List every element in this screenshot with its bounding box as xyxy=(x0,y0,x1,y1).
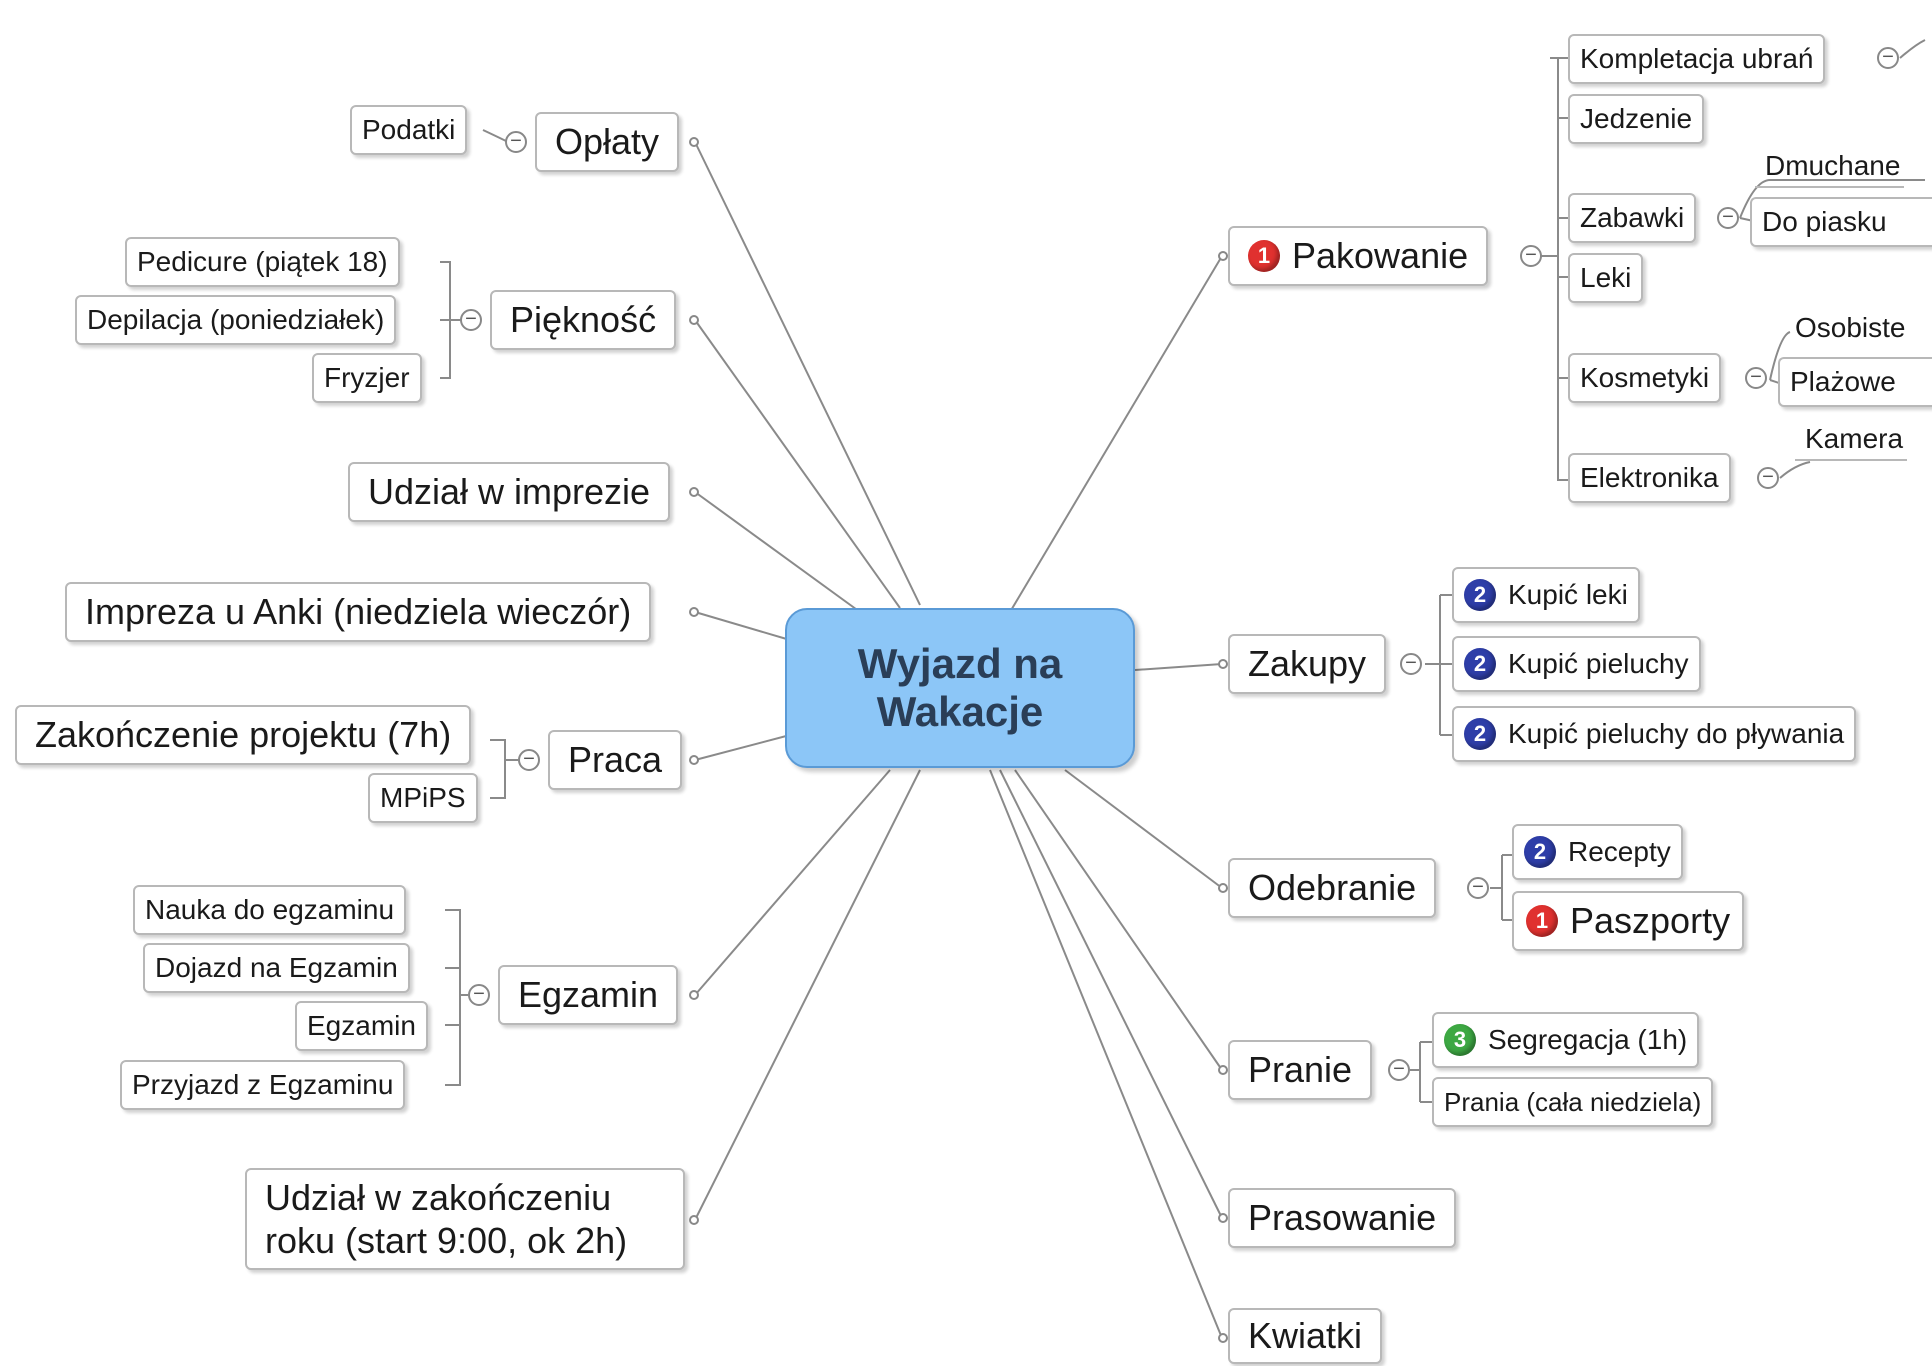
connector-dot-oplaty xyxy=(689,137,699,147)
connector-dot-zakonczenie xyxy=(689,1215,699,1225)
topic-oplaty[interactable]: Opłaty xyxy=(535,112,680,172)
collapse-toggle-elektronika[interactable]: − xyxy=(1757,467,1779,489)
central-topic[interactable]: Wyjazd na Wakacje xyxy=(785,608,1135,768)
collapse-toggle-egzamin[interactable]: − xyxy=(468,984,490,1006)
subtopic-kompletacja-ubran[interactable]: Kompletacja ubrań xyxy=(1568,34,1826,84)
topic-pakowanie[interactable]: 1 Pakowanie xyxy=(1228,226,1489,286)
priority-2-icon: 2 xyxy=(1464,648,1496,680)
topic-praca[interactable]: Praca xyxy=(548,730,683,790)
connector-zakonczenie xyxy=(694,769,921,1221)
subtopic-zabawki[interactable]: Zabawki xyxy=(1568,193,1697,243)
connector-dot-egzamin xyxy=(689,990,699,1000)
connector-pranie xyxy=(1014,769,1223,1071)
collapse-toggle-zabawki[interactable]: − xyxy=(1717,207,1739,229)
subtopic-pedicure[interactable]: Pedicure (piątek 18) xyxy=(125,237,400,287)
connector-impreza-udzial xyxy=(694,491,861,613)
topic-odebranie[interactable]: Odebranie xyxy=(1228,858,1437,918)
connector-dot-praca xyxy=(689,755,699,765)
connector-pakowanie xyxy=(1009,255,1223,613)
topic-prasowanie[interactable]: Prasowanie xyxy=(1228,1188,1457,1248)
collapse-toggle-pakowanie[interactable]: − xyxy=(1520,245,1542,267)
connector-odebranie xyxy=(1064,769,1223,889)
connector-dot-pieknosc xyxy=(689,315,699,325)
connector-dot-odebranie xyxy=(1218,883,1228,893)
collapse-toggle-oplaty[interactable]: − xyxy=(505,131,527,153)
collapse-toggle-praca[interactable]: − xyxy=(518,749,540,771)
topic-impreza-u-anki[interactable]: Impreza u Anki (niedziela wieczór) xyxy=(65,582,652,642)
subtask-kupic-pieluchy[interactable]: 2 Kupić pieluchy xyxy=(1452,636,1701,692)
connector-dot-udzial-w-imprezie xyxy=(689,487,699,497)
connector-dot-pranie xyxy=(1218,1065,1228,1075)
priority-1-icon: 1 xyxy=(1248,240,1280,272)
connector-prasowanie xyxy=(999,769,1223,1219)
topic-udzial-w-zakonczeniu-roku[interactable]: Udział w zakończeniu roku (start 9:00, o… xyxy=(245,1168,685,1270)
subtopic-nauka-do-egzaminu[interactable]: Nauka do egzaminu xyxy=(133,885,407,935)
collapse-toggle-pieknosc[interactable]: − xyxy=(460,309,482,331)
topic-pieknosc[interactable]: Piękność xyxy=(490,290,677,350)
topic-pranie[interactable]: Pranie xyxy=(1228,1040,1373,1100)
subtopic-do-piasku[interactable]: Do piasku xyxy=(1750,197,1932,247)
connector-egzamin xyxy=(694,769,891,996)
collapse-toggle-odebranie[interactable]: − xyxy=(1467,877,1489,899)
topic-kwiatki[interactable]: Kwiatki xyxy=(1228,1308,1383,1364)
subtopic-leki[interactable]: Leki xyxy=(1568,253,1644,303)
priority-3-icon: 3 xyxy=(1444,1024,1476,1056)
connector-dot-pakowanie xyxy=(1218,251,1228,261)
subtask-recepty[interactable]: 2 Recepty xyxy=(1512,824,1683,880)
connector-zakupy xyxy=(1134,663,1223,671)
priority-2-icon: 2 xyxy=(1464,718,1496,750)
central-topic-label: Wyjazd na Wakacje xyxy=(857,639,1063,735)
subtask-kupic-pieluchy-do-plywania[interactable]: 2 Kupić pieluchy do pływania xyxy=(1452,706,1857,762)
subtopic-zakonczenie-projektu[interactable]: Zakończenie projektu (7h) xyxy=(15,705,472,765)
connector-dot-zakupy xyxy=(1218,659,1228,669)
subtask-kupic-leki[interactable]: 2 Kupić leki xyxy=(1452,567,1640,623)
subtopic-dojazd-na-egzamin[interactable]: Dojazd na Egzamin xyxy=(143,943,410,993)
connector-dot-impreza-u-anki xyxy=(689,607,699,617)
subtopic-elektronika[interactable]: Elektronika xyxy=(1568,453,1731,503)
subtopic-fryzjer[interactable]: Fryzjer xyxy=(312,353,422,403)
subtask-segregacja[interactable]: 3 Segregacja (1h) xyxy=(1432,1012,1700,1068)
connector-dot-prasowanie xyxy=(1218,1213,1228,1223)
connector-oplaty xyxy=(694,141,921,606)
subtopic-kamera[interactable]: Kamera xyxy=(1795,423,1908,461)
topic-egzamin[interactable]: Egzamin xyxy=(498,965,679,1025)
subtopic-kosmetyki[interactable]: Kosmetyki xyxy=(1568,353,1722,403)
subtopic-dmuchane[interactable]: Dmuchane xyxy=(1755,150,1905,188)
priority-2-icon: 2 xyxy=(1464,579,1496,611)
topic-zakupy[interactable]: Zakupy xyxy=(1228,634,1387,694)
priority-1-icon: 1 xyxy=(1526,905,1558,937)
subtopic-podatki[interactable]: Podatki xyxy=(350,105,468,155)
connector-pieknosc xyxy=(694,319,901,609)
subtopic-egzamin[interactable]: Egzamin xyxy=(295,1001,428,1051)
collapse-toggle-kompletacja[interactable]: − xyxy=(1877,47,1899,69)
topic-udzial-w-imprezie[interactable]: Udział w imprezie xyxy=(348,462,671,522)
connector-praca xyxy=(694,734,791,761)
connector-impreza-anki xyxy=(694,611,791,641)
subtopic-przyjazd-z-egzaminu[interactable]: Przyjazd z Egzaminu xyxy=(120,1060,406,1110)
subtopic-plazowe[interactable]: Plażowe xyxy=(1778,357,1932,407)
subtopic-mpips[interactable]: MPiPS xyxy=(368,773,478,823)
subtask-prania[interactable]: Prania (cała niedziela) xyxy=(1432,1077,1714,1127)
subtask-paszporty[interactable]: 1 Paszporty xyxy=(1512,891,1745,951)
subtopic-osobiste[interactable]: Osobiste xyxy=(1795,312,1906,343)
collapse-toggle-kosmetyki[interactable]: − xyxy=(1745,367,1767,389)
collapse-toggle-zakupy[interactable]: − xyxy=(1400,653,1422,675)
connector-dot-kwiatki xyxy=(1218,1333,1228,1343)
priority-2-icon: 2 xyxy=(1524,836,1556,868)
connector-kwiatki xyxy=(989,769,1223,1339)
subtopic-jedzenie[interactable]: Jedzenie xyxy=(1568,94,1705,144)
subtopic-depilacja[interactable]: Depilacja (poniedziałek) xyxy=(75,295,397,345)
collapse-toggle-pranie[interactable]: − xyxy=(1388,1059,1410,1081)
